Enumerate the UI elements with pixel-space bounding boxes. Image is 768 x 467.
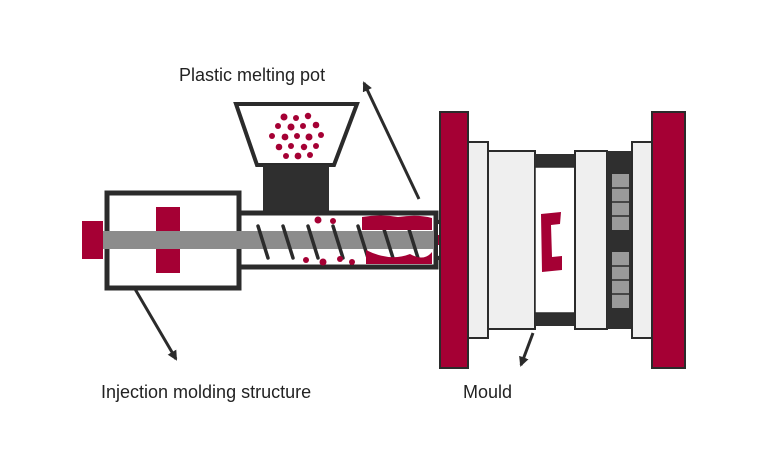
tie-bar-bottom (535, 313, 575, 326)
label-mould: Mould (463, 382, 513, 402)
fixed-platen (439, 111, 469, 369)
screw-end-cap (82, 221, 103, 259)
screw-flights (256, 224, 420, 260)
molten-plastic (303, 215, 432, 266)
arrow-injection-molding-structure (133, 288, 178, 361)
plastic-pellets (269, 112, 324, 160)
mould-gap (534, 166, 576, 314)
moving-platen (651, 111, 686, 369)
moulded-part (541, 212, 562, 272)
label-injection-molding-structure: Injection molding structure (101, 382, 312, 402)
label-plastic-melting-pot: Plastic melting pot (179, 65, 326, 85)
moving-mould-block (574, 150, 608, 330)
arrow-mould (519, 332, 535, 367)
hopper-neck (263, 165, 329, 213)
hopper (233, 102, 360, 213)
mould-unit (439, 111, 686, 369)
tie-bar-top (535, 154, 575, 167)
moving-mould-half (631, 141, 653, 339)
arrow-plastic-melting-pot (362, 81, 421, 200)
screw-shaft (103, 231, 441, 249)
fixed-mould-half (467, 141, 489, 339)
fixed-mould-block (487, 150, 536, 330)
